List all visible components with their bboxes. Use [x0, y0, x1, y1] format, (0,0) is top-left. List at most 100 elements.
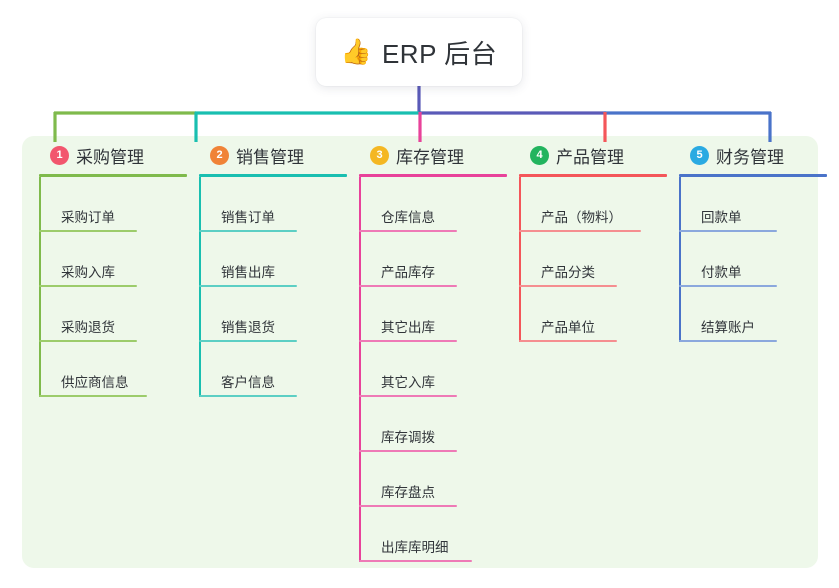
- branch-item-label: 结算账户: [701, 320, 755, 335]
- branch-item-rule: [519, 340, 617, 342]
- list-item[interactable]: 产品库存: [359, 232, 514, 287]
- branch-badge-4: 4: [530, 145, 549, 165]
- branch-item-rule: [39, 285, 137, 287]
- branch-item-rule: [359, 560, 472, 562]
- list-item[interactable]: 付款单: [679, 232, 834, 287]
- list-item[interactable]: 销售订单: [199, 177, 354, 232]
- branch-item-label: 付款单: [701, 265, 742, 280]
- branch-item-label: 采购退货: [61, 320, 115, 335]
- branch-item-label: 产品（物料）: [541, 210, 622, 225]
- branch-item-rule: [199, 395, 297, 397]
- branch-column-5: 5 财务管理 回款单 付款单 结算账户: [674, 136, 834, 342]
- branch-item-label: 其它出库: [381, 320, 435, 335]
- branch-item-rule: [519, 285, 617, 287]
- root-node[interactable]: 👍 ERP 后台: [316, 18, 522, 86]
- branch-title-4: 产品管理: [556, 147, 624, 167]
- list-item[interactable]: 其它入库: [359, 342, 514, 397]
- list-item[interactable]: 采购订单: [39, 177, 194, 232]
- branch-item-rule: [359, 230, 457, 232]
- list-item[interactable]: 销售出库: [199, 232, 354, 287]
- list-item[interactable]: 回款单: [679, 177, 834, 232]
- branch-panel: [22, 136, 818, 568]
- branch-item-label: 库存盘点: [381, 485, 435, 500]
- branch-item-rule: [39, 395, 147, 397]
- branch-badge-2: 2: [210, 145, 229, 165]
- list-item[interactable]: 结算账户: [679, 287, 834, 342]
- branch-item-label: 出库库明细: [381, 540, 449, 555]
- branch-item-label: 其它入库: [381, 375, 435, 390]
- branch-item-list-4: 产品（物料） 产品分类 产品单位: [519, 177, 674, 342]
- list-item[interactable]: 仓库信息: [359, 177, 514, 232]
- branch-spine-3: [359, 177, 361, 562]
- branch-header-5[interactable]: 5 财务管理: [674, 136, 834, 174]
- branch-item-label: 库存调拨: [381, 430, 435, 445]
- branch-item-rule: [359, 340, 457, 342]
- list-item[interactable]: 产品单位: [519, 287, 674, 342]
- branch-title-2: 销售管理: [236, 147, 304, 167]
- branch-item-rule: [679, 285, 777, 287]
- list-item[interactable]: 客户信息: [199, 342, 354, 397]
- branch-item-label: 客户信息: [221, 375, 275, 390]
- branch-spine-2: [199, 177, 201, 397]
- branch-item-rule: [39, 230, 137, 232]
- branch-spine-4: [519, 177, 521, 342]
- branch-column-1: 1 采购管理 采购订单 采购入库 采购退货 供应商信: [34, 136, 194, 397]
- branch-title-3: 库存管理: [396, 147, 464, 167]
- branch-item-rule: [679, 230, 777, 232]
- branch-item-rule: [519, 230, 641, 232]
- branch-header-1[interactable]: 1 采购管理: [34, 136, 194, 174]
- branch-header-3[interactable]: 3 库存管理: [354, 136, 514, 174]
- list-item[interactable]: 产品分类: [519, 232, 674, 287]
- branch-column-4: 4 产品管理 产品（物料） 产品分类 产品单位: [514, 136, 674, 342]
- branch-spine-1: [39, 177, 41, 397]
- list-item[interactable]: 库存盘点: [359, 452, 514, 507]
- branch-header-2[interactable]: 2 销售管理: [194, 136, 354, 174]
- branch-item-label: 销售订单: [221, 210, 275, 225]
- branch-column-3: 3 库存管理 仓库信息 产品库存 其它出库 其它入库: [354, 136, 514, 562]
- branch-item-list-5: 回款单 付款单 结算账户: [679, 177, 834, 342]
- list-item[interactable]: 其它出库: [359, 287, 514, 342]
- branch-item-rule: [359, 395, 457, 397]
- branch-badge-3: 3: [370, 145, 389, 165]
- branch-item-rule: [199, 230, 297, 232]
- list-item[interactable]: 供应商信息: [39, 342, 194, 397]
- branch-title-1: 采购管理: [76, 147, 144, 167]
- branch-item-label: 采购入库: [61, 265, 115, 280]
- branch-item-rule: [679, 340, 777, 342]
- branch-item-rule: [39, 340, 137, 342]
- list-item[interactable]: 库存调拨: [359, 397, 514, 452]
- branch-item-label: 销售退货: [221, 320, 275, 335]
- branch-item-rule: [359, 450, 457, 452]
- branch-item-label: 销售出库: [221, 265, 275, 280]
- branch-columns: 1 采购管理 采购订单 采购入库 采购退货 供应商信: [22, 136, 827, 568]
- branch-header-rule-1: [39, 174, 187, 177]
- list-item[interactable]: 产品（物料）: [519, 177, 674, 232]
- branch-item-label: 回款单: [701, 210, 742, 225]
- branch-title-5: 财务管理: [716, 147, 784, 167]
- branch-item-label: 仓库信息: [381, 210, 435, 225]
- branch-item-list-2: 销售订单 销售出库 销售退货 客户信息: [199, 177, 354, 397]
- branch-item-label: 产品单位: [541, 320, 595, 335]
- branch-item-label: 产品库存: [381, 265, 435, 280]
- branch-column-2: 2 销售管理 销售订单 销售出库 销售退货 客户信息: [194, 136, 354, 397]
- list-item[interactable]: 出库库明细: [359, 507, 514, 562]
- branch-spine-5: [679, 177, 681, 342]
- branch-item-rule: [359, 505, 457, 507]
- branch-item-label: 供应商信息: [61, 375, 129, 390]
- branch-badge-5: 5: [690, 145, 709, 165]
- branch-header-rule-2: [199, 174, 347, 177]
- branch-badge-1: 1: [50, 145, 69, 165]
- branch-item-rule: [199, 340, 297, 342]
- list-item[interactable]: 销售退货: [199, 287, 354, 342]
- branch-header-rule-5: [679, 174, 827, 177]
- list-item[interactable]: 采购退货: [39, 287, 194, 342]
- branch-item-label: 采购订单: [61, 210, 115, 225]
- branch-item-list-3: 仓库信息 产品库存 其它出库 其它入库 库存调拨: [359, 177, 514, 562]
- branch-header-4[interactable]: 4 产品管理: [514, 136, 674, 174]
- branch-header-rule-4: [519, 174, 667, 177]
- branch-item-rule: [359, 285, 457, 287]
- root-title: ERP 后台: [381, 38, 498, 69]
- list-item[interactable]: 采购入库: [39, 232, 194, 287]
- branch-item-rule: [199, 285, 297, 287]
